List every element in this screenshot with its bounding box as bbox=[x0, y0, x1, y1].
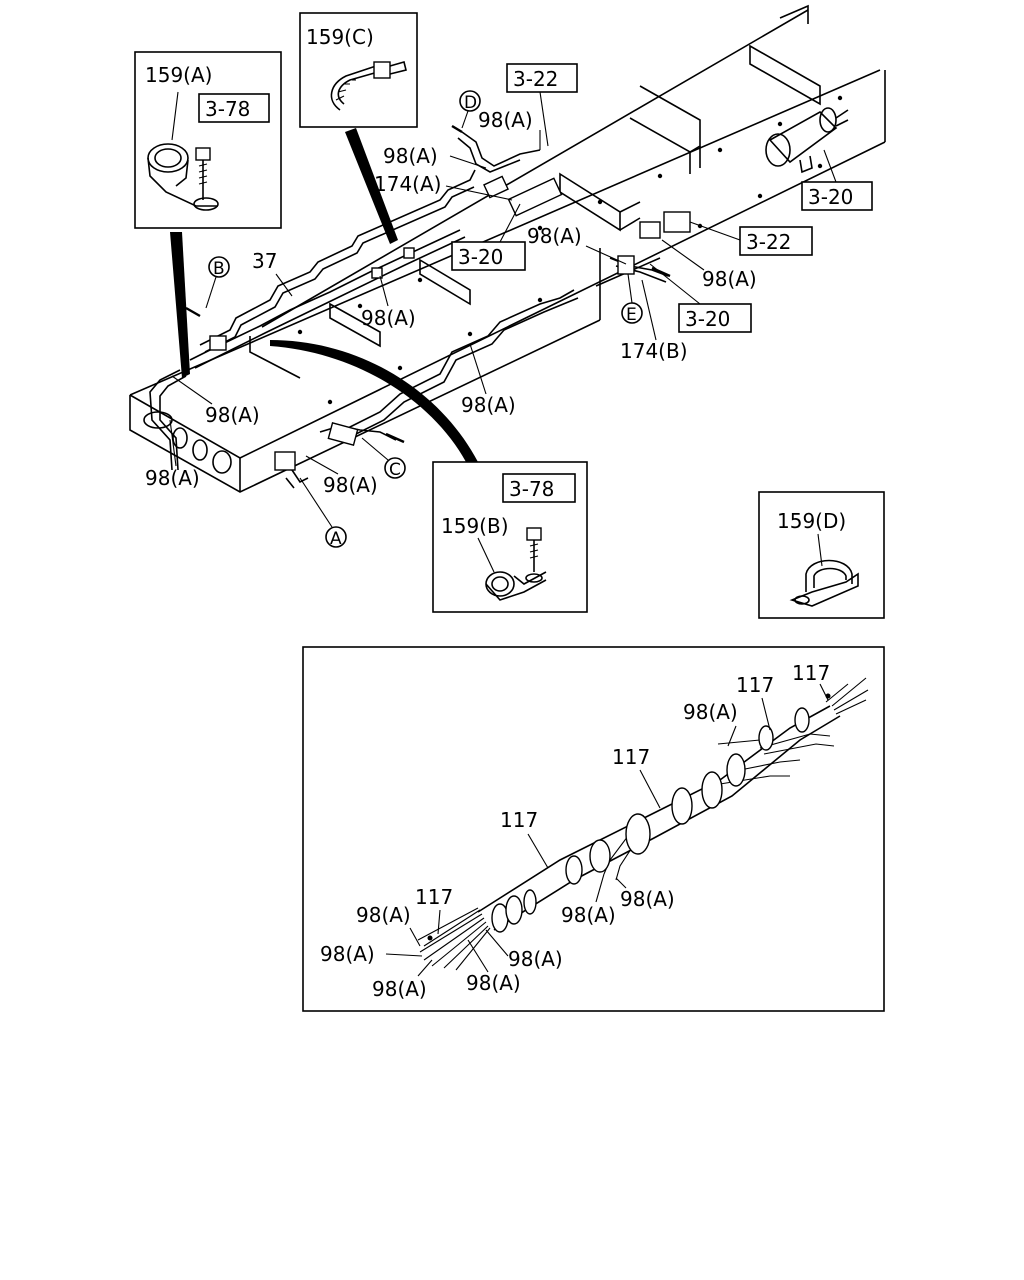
harness-sleeves bbox=[491, 707, 810, 933]
pipe-label: 98(A) bbox=[383, 144, 438, 168]
ref-box bbox=[502, 473, 576, 503]
harness-117-label: 117 bbox=[612, 745, 650, 769]
callout-e-label: E bbox=[626, 305, 637, 325]
ref-box bbox=[198, 93, 270, 123]
bundle-frame bbox=[302, 646, 885, 1012]
ref-322-label: 3-22 bbox=[746, 230, 791, 254]
callout-d-label: D bbox=[464, 93, 477, 113]
pipe-label: 98(A) bbox=[478, 108, 533, 132]
harness-117-label: 117 bbox=[736, 673, 774, 697]
callout-c-circle bbox=[384, 457, 406, 479]
part-159a-label: 159(A) bbox=[145, 63, 212, 87]
pipe-label: 98(A) bbox=[361, 306, 416, 330]
inset-frame bbox=[299, 12, 418, 128]
part-159d-label: 159(D) bbox=[777, 509, 846, 533]
pipe-98a-label: 98(A) bbox=[372, 977, 427, 1001]
pipe-98a-label: 98(A) bbox=[508, 947, 563, 971]
pipe-98a-label: 98(A) bbox=[356, 903, 411, 927]
part-174b-label: 174(B) bbox=[620, 339, 688, 363]
p-clamp-icon bbox=[147, 143, 219, 211]
part-37-label: 37 bbox=[252, 249, 277, 273]
pipe-label: 98(A) bbox=[527, 224, 582, 248]
pipe-98a-label: 98(A) bbox=[320, 942, 375, 966]
cable-tie-icon bbox=[330, 61, 407, 111]
inset-clamp-a: 159(A) 3-78 bbox=[134, 51, 282, 229]
pipe-fittings bbox=[185, 124, 671, 444]
ref-320-label: 3-20 bbox=[458, 245, 503, 269]
pipe-label: 98(A) bbox=[702, 267, 757, 291]
harness-117-label: 117 bbox=[500, 808, 538, 832]
pipe-label: 98(A) bbox=[323, 473, 378, 497]
pipe-label: 98(A) bbox=[205, 403, 260, 427]
harness-117-label: 117 bbox=[415, 885, 453, 909]
part-159b-label: 159(B) bbox=[441, 514, 509, 538]
ref-322-label: 3-22 bbox=[513, 67, 558, 91]
pipe-98a-label: 98(A) bbox=[561, 903, 616, 927]
ref-box bbox=[506, 63, 578, 93]
ref-box bbox=[801, 181, 873, 211]
bolt-icon bbox=[195, 147, 211, 200]
pipe-98a-label: 98(A) bbox=[466, 971, 521, 995]
callout-a-circle bbox=[325, 526, 347, 548]
ref-box bbox=[739, 226, 813, 256]
callout-b-label: B bbox=[213, 259, 225, 279]
harness-117-label: 117 bbox=[792, 661, 830, 685]
bolt-icon bbox=[526, 527, 542, 572]
inset-leaders bbox=[170, 128, 478, 462]
pipe-bundle bbox=[417, 677, 869, 971]
ref-box bbox=[451, 241, 526, 271]
ref-378-label: 3-78 bbox=[205, 97, 250, 121]
rubber-clamp-icon bbox=[789, 559, 859, 607]
part-174a-label: 174(A) bbox=[374, 172, 441, 196]
inset-clamp-c: 159(C) bbox=[299, 12, 418, 128]
frame-clamps bbox=[209, 175, 691, 471]
callout-d-circle bbox=[459, 90, 481, 112]
part-159c-label: 159(C) bbox=[306, 25, 374, 49]
pipe-label: 98(A) bbox=[461, 393, 516, 417]
ref-320-label: 3-20 bbox=[808, 185, 853, 209]
frame-labels: 3-22 D 98(A) 98(A) 174(A) 3-20 98(A) 3-2… bbox=[145, 63, 873, 549]
inset-clamp-d: 159(D) bbox=[758, 491, 885, 619]
pipe-bundle-panel: 117 117 98(A) 117 117 117 98(A) 98(A) 98… bbox=[302, 646, 885, 1012]
ref-box bbox=[678, 303, 752, 333]
brake-chamber-front bbox=[765, 107, 849, 174]
p-clamp-icon bbox=[485, 571, 547, 601]
chassis-frame bbox=[129, 4, 886, 493]
ref-378-label: 3-78 bbox=[509, 477, 554, 501]
ref-320-label: 3-20 bbox=[685, 307, 730, 331]
pipe-98a-label: 98(A) bbox=[620, 887, 675, 911]
inset-clamp-b: 3-78 159(B) bbox=[432, 461, 588, 613]
inset-frame bbox=[758, 491, 885, 619]
callout-a-label: A bbox=[330, 529, 342, 549]
callout-b-circle bbox=[208, 256, 230, 278]
callout-c-label: C bbox=[389, 460, 401, 480]
pipe-98a-label: 98(A) bbox=[683, 700, 738, 724]
pipe-label: 98(A) bbox=[145, 466, 200, 490]
